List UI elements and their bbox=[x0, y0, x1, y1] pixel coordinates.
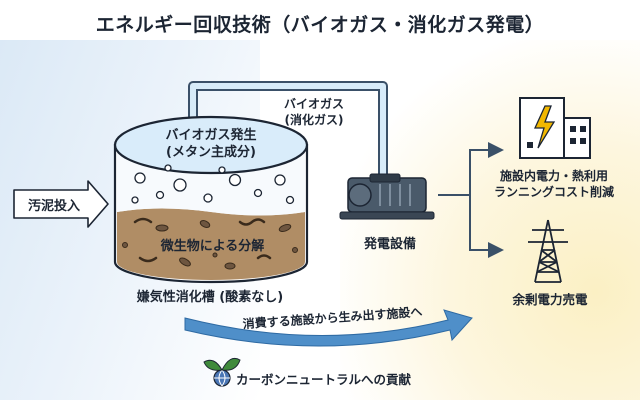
tank-label: 嫌気性消化槽 (酸素なし) bbox=[136, 289, 284, 305]
title-box: エネルギー回収技術（バイオガス・消化ガス発電） bbox=[95, 8, 545, 38]
output-arrows bbox=[438, 142, 504, 258]
sludge-input-label: 汚泥投入 bbox=[27, 198, 80, 214]
facility-output-label-line1: 施設内電力・熱利用 bbox=[499, 169, 608, 184]
biogas-pipe-label-line1: バイオガス bbox=[283, 97, 344, 112]
sale-output-label: 余剰電力売電 bbox=[512, 291, 588, 307]
page-title: エネルギー回収技術（バイオガス・消化ガス発電） bbox=[95, 13, 545, 36]
generator-label: 発電設備 bbox=[363, 236, 416, 252]
gas-bubbles bbox=[131, 164, 295, 205]
sludge-input-arrow bbox=[13, 180, 109, 228]
transition-arrow bbox=[184, 309, 473, 347]
tank-gas-label-line2: (メタン主成分) bbox=[166, 145, 256, 160]
digester-tank bbox=[113, 115, 309, 284]
facility-output-label: 施設内電力・熱利用 ランニングコスト削減 bbox=[474, 166, 634, 204]
microbe-label: 微生物による分解 bbox=[160, 238, 265, 254]
biogas-pipe-label: バイオガス (消化ガス) bbox=[258, 96, 370, 130]
building-lightning-icon bbox=[519, 97, 591, 159]
tank-gas-label-line1: バイオガス発生 bbox=[165, 128, 257, 144]
carbon-neutral-label: カーボンニュートラルへの貢献 bbox=[236, 371, 412, 387]
power-tower-icon bbox=[528, 219, 568, 283]
tank-gas-label: バイオガス発生 (メタン主成分) bbox=[136, 127, 286, 163]
biogas-pipe bbox=[188, 81, 388, 185]
tank-gas-dome bbox=[113, 115, 309, 175]
microbes bbox=[122, 217, 298, 270]
biogas-pipe-label-line2: (消化ガス) bbox=[284, 113, 344, 127]
generator-pump-icon bbox=[339, 173, 435, 220]
facility-output-label-line2: ランニングコスト削減 bbox=[493, 185, 614, 199]
eco-globe-icon bbox=[203, 357, 241, 387]
